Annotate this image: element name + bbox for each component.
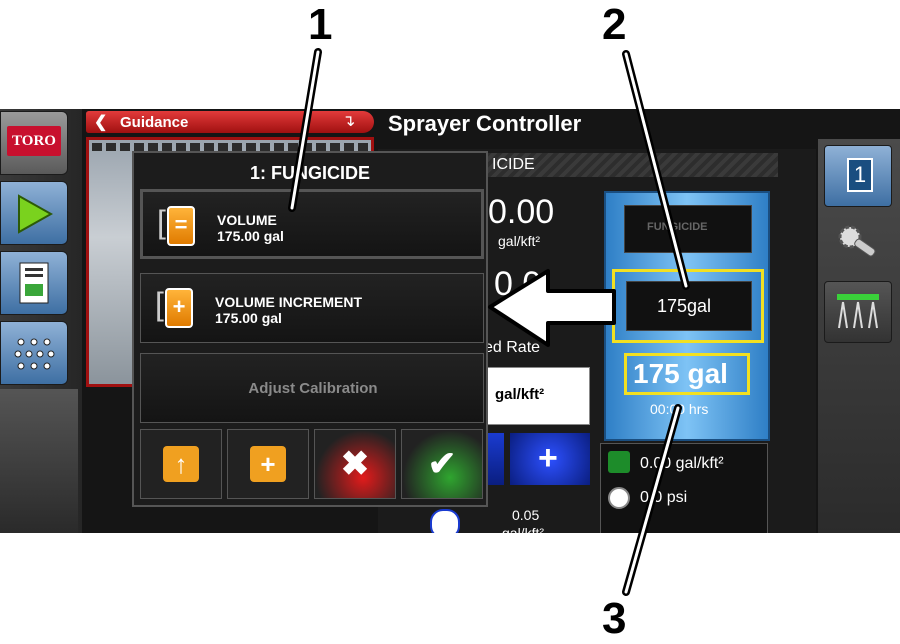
applied-rate-icon xyxy=(608,451,630,473)
tank-volume-large-highlight: 175 gal xyxy=(624,353,750,395)
applied-rate-text: 0.00 gal/kft² xyxy=(640,455,724,472)
dialog-title: 1: FUNGICIDE xyxy=(249,163,370,183)
hours-readout: 00:00 hrs xyxy=(650,401,709,417)
volume-button[interactable]: [ = VOLUME 175.00 gal xyxy=(140,189,484,259)
volume-increment-button[interactable]: [ + VOLUME INCREMENT 175.00 gal xyxy=(140,273,484,343)
pressure-gauge-icon xyxy=(608,487,630,509)
plus-icon: + xyxy=(538,439,558,477)
boom-number-button[interactable]: 1 xyxy=(824,145,892,207)
cancel-button[interactable]: ✖ xyxy=(314,429,396,499)
fill-tank-icon: ↑ xyxy=(163,446,199,482)
sprayer-button[interactable] xyxy=(0,321,68,385)
add-volume-icon: + xyxy=(250,446,286,482)
rate-unit: gal/kft² xyxy=(498,233,541,249)
page-title: Sprayer Controller xyxy=(388,111,582,136)
report-button[interactable] xyxy=(0,251,68,315)
callout-3: 3 xyxy=(602,594,627,643)
increase-rate-button[interactable]: + xyxy=(510,433,590,485)
bracket-icon: [ xyxy=(155,286,164,322)
section-indicator-icon xyxy=(430,509,460,533)
guidance-label: Guidance xyxy=(120,114,189,131)
product-name: FUNGICIDE xyxy=(647,221,708,233)
toro-logo: TORO xyxy=(7,126,61,156)
target-rate-field[interactable]: gal/kft² xyxy=(484,367,590,425)
tank-volume-icon: = xyxy=(167,206,195,246)
fill-tank-button[interactable]: ↑ xyxy=(140,429,222,499)
volume-label: VOLUME xyxy=(217,212,277,228)
callout-2: 2 xyxy=(602,0,627,49)
calibration-label: Adjust Calibration xyxy=(248,380,378,397)
settings-button[interactable] xyxy=(824,213,890,273)
tank-increment-icon: + xyxy=(165,288,193,328)
bracket-icon: [ xyxy=(157,204,166,240)
tank-dialog: 1: FUNGICIDE [ = VOLUME 175.00 gal [ + V… xyxy=(132,151,488,507)
increment-value: 175.00 gal xyxy=(215,310,282,326)
boom-sections-button[interactable] xyxy=(824,281,892,343)
brand-button[interactable]: TORO xyxy=(0,111,68,175)
left-rail-lower xyxy=(0,389,78,533)
settings-wrench-icon xyxy=(838,225,876,257)
cancel-icon: ✖ xyxy=(340,445,370,483)
chevron-left-icon: ❮ xyxy=(94,114,108,131)
guidance-back-button[interactable]: ❮ Guidance xyxy=(86,111,374,133)
boom-sections-icon xyxy=(837,294,879,329)
target-rate-label: ed Rate xyxy=(484,339,541,356)
play-icon xyxy=(18,194,53,234)
callout-1: 1 xyxy=(308,0,333,49)
volume-value: 175.00 gal xyxy=(217,228,284,244)
tank-volume-box-value: 175gal xyxy=(657,296,712,316)
confirm-icon: ✔ xyxy=(427,445,457,483)
tank-volume-large: 175 gal xyxy=(633,358,728,389)
decrease-rate-button[interactable] xyxy=(484,433,504,485)
step-unit: gal/kft² xyxy=(502,525,545,533)
add-volume-button[interactable]: + xyxy=(227,429,309,499)
rate-value: 0.00 xyxy=(488,193,555,231)
minimize-icon[interactable]: ↴ xyxy=(342,113,356,130)
product-name-box[interactable]: FUNGICIDE xyxy=(624,205,752,253)
step-value: 0.05 xyxy=(512,507,540,523)
target-rate-unit: gal/kft² xyxy=(495,386,545,403)
increment-label: VOLUME INCREMENT xyxy=(215,294,362,310)
tank-volume-button[interactable]: 175gal xyxy=(626,281,752,331)
tank-header-label: ICIDE xyxy=(492,156,535,173)
play-button[interactable] xyxy=(0,181,68,245)
boom-number: 1 xyxy=(847,158,873,192)
pressure-text: 0.0 psi xyxy=(640,489,688,506)
sprayer-nozzles-icon xyxy=(14,338,55,370)
adjust-calibration-button[interactable]: Adjust Calibration xyxy=(140,353,484,423)
lightbar-indicator xyxy=(92,143,368,151)
report-icon xyxy=(19,262,49,304)
confirm-button[interactable]: ✔ xyxy=(401,429,483,499)
row2-value: 0.0 xyxy=(494,265,542,303)
device-screen: TORO ❮ Guidance ↴ Sprayer Controller 1 I… xyxy=(0,109,900,533)
